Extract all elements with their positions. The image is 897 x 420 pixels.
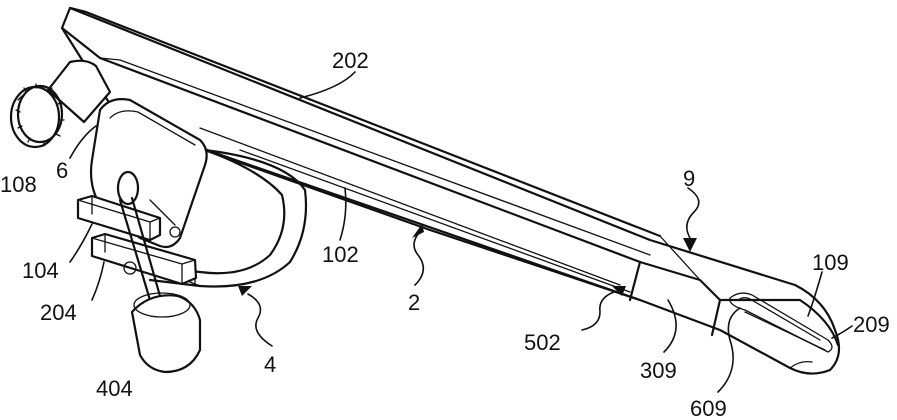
leader-609 xyxy=(718,308,740,392)
leader-202 xyxy=(300,72,355,98)
label-102: 102 xyxy=(322,242,359,267)
leader-4 xyxy=(248,294,272,346)
leader-2 xyxy=(414,234,423,285)
leader-204 xyxy=(92,262,104,300)
lower-block xyxy=(92,234,200,286)
leader-9 xyxy=(687,188,699,238)
label-108: 108 xyxy=(0,172,37,197)
label-502: 502 xyxy=(524,330,561,355)
label-6: 6 xyxy=(56,158,68,183)
leader-309 xyxy=(664,300,676,352)
label-9: 9 xyxy=(683,166,695,191)
label-404: 404 xyxy=(96,376,133,401)
label-609: 609 xyxy=(690,396,727,420)
label-104: 104 xyxy=(22,258,59,283)
label-204: 204 xyxy=(40,300,77,325)
label-109: 109 xyxy=(812,250,849,275)
label-202: 202 xyxy=(332,48,369,73)
label-4: 4 xyxy=(264,352,276,377)
label-309: 309 xyxy=(640,358,677,383)
leader-502 xyxy=(582,292,614,330)
label-209: 209 xyxy=(853,312,890,337)
label-2: 2 xyxy=(408,290,420,315)
leader-104 xyxy=(70,224,92,262)
